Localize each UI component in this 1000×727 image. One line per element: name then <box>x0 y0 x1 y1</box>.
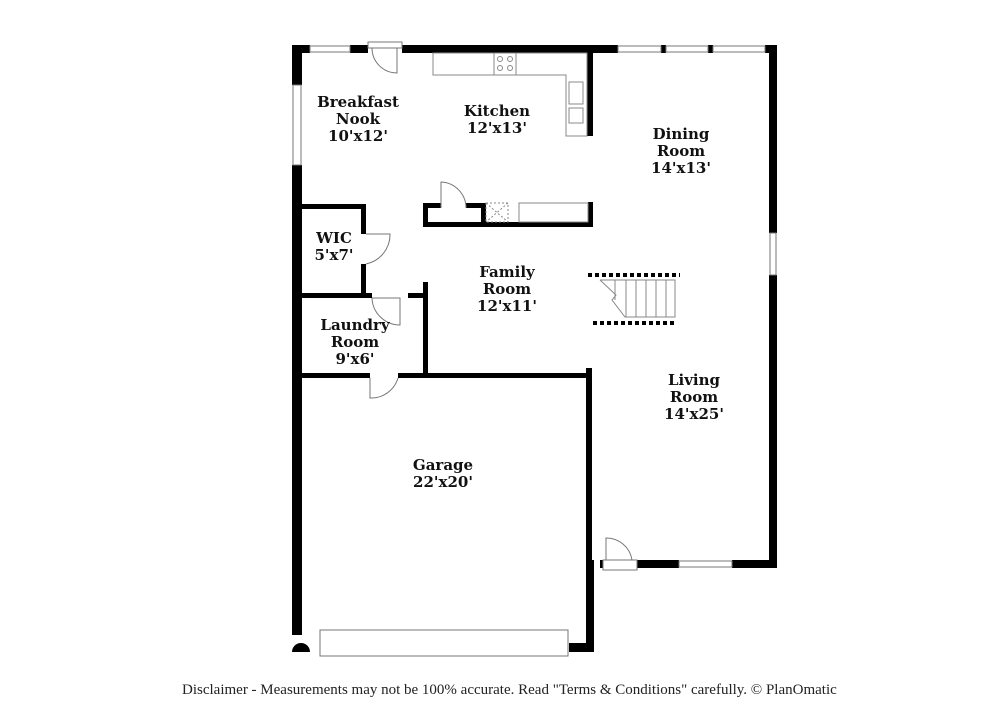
room-label-wic: WIC 5'x7' <box>314 230 353 264</box>
room-name: Nook <box>335 110 381 128</box>
room-name: Room <box>330 333 380 351</box>
room-label-kitchen: Kitchen 12'x13' <box>464 103 530 137</box>
room-label-living-room: Living Room 14'x25' <box>664 372 724 423</box>
room-label-family-room: Family Room 12'x11' <box>477 264 537 315</box>
windows <box>292 45 777 568</box>
room-dimensions: 12'x13' <box>467 119 527 137</box>
room-dimensions: 5'x7' <box>314 246 354 264</box>
room-label-dining-room: Dining Room 14'x13' <box>651 126 711 177</box>
wall-end-cap <box>292 643 310 652</box>
room-name: WIC <box>316 229 352 247</box>
room-dimensions: 10'x12' <box>328 127 388 145</box>
room-name: Room <box>656 142 706 160</box>
room-name: Room <box>669 388 719 406</box>
room-dimensions: 22'x20' <box>413 473 473 491</box>
room-dimensions: 9'x6' <box>335 350 375 368</box>
room-label-breakfast-nook: Breakfast Nook 10'x12' <box>317 94 399 145</box>
doors <box>319 41 638 657</box>
room-name: Dining <box>652 125 710 143</box>
room-dimensions: 14'x25' <box>664 405 724 423</box>
kitchen-counters <box>432 52 589 223</box>
room-dimensions: 14'x13' <box>651 159 711 177</box>
room-label-garage: Garage 22'x20' <box>413 457 473 491</box>
disclaimer-text: Disclaimer - Measurements may not be 100… <box>182 682 837 698</box>
room-name: Family <box>479 263 535 281</box>
room-name: Kitchen <box>463 102 531 120</box>
room-name: Room <box>482 280 532 298</box>
room-name: Breakfast <box>317 93 399 111</box>
interior-walls <box>302 202 593 568</box>
room-name: Garage <box>412 456 474 474</box>
exterior-walls <box>292 45 777 652</box>
room-name: Living <box>667 371 721 389</box>
room-name: Laundry <box>320 316 390 334</box>
room-label-laundry-room: Laundry Room 9'x6' <box>320 317 389 368</box>
staircase <box>588 273 680 325</box>
room-dimensions: 12'x11' <box>477 297 537 315</box>
